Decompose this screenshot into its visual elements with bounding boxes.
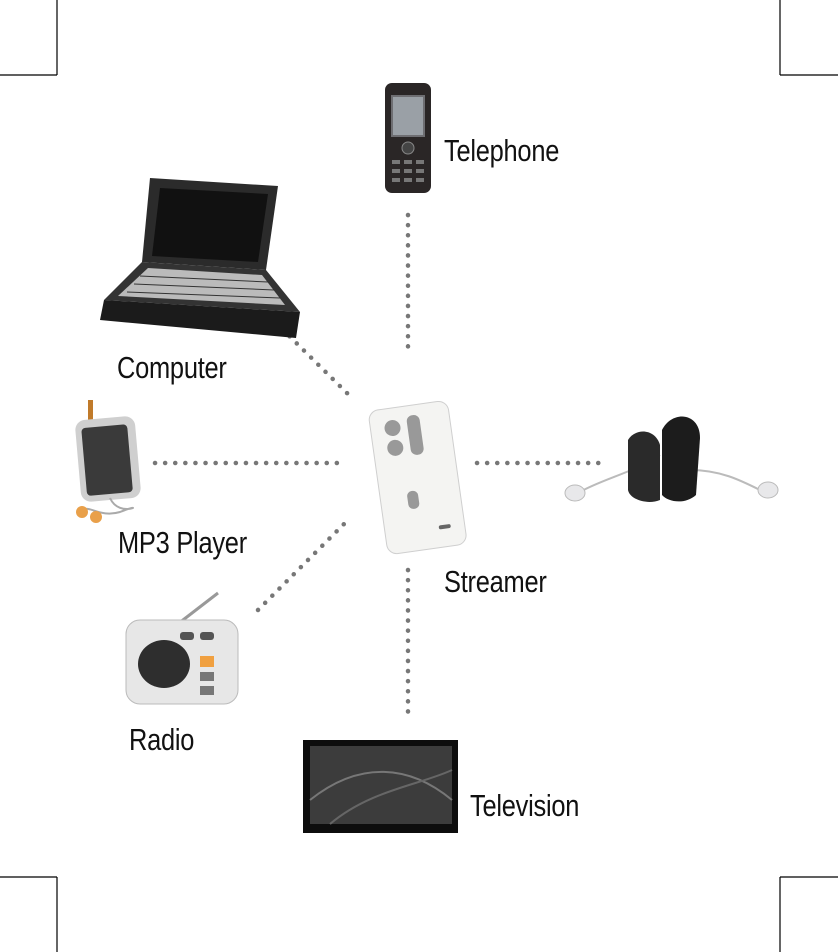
label-computer: Computer [117,350,227,385]
label-telephone: Telephone [444,133,560,168]
laptop-icon [100,178,300,338]
label-streamer: Streamer [444,564,547,599]
television-icon [303,740,458,833]
label-mp3-player: MP3 Player [118,525,247,560]
telephone-icon [385,83,431,193]
radio-icon [125,591,239,705]
hearing-aids-icon [564,416,779,502]
streamer-icon [368,400,467,555]
label-radio: Radio [129,722,195,757]
label-television: Television [470,788,580,823]
mp3-player-icon [75,400,141,523]
connector-radio [255,515,353,613]
